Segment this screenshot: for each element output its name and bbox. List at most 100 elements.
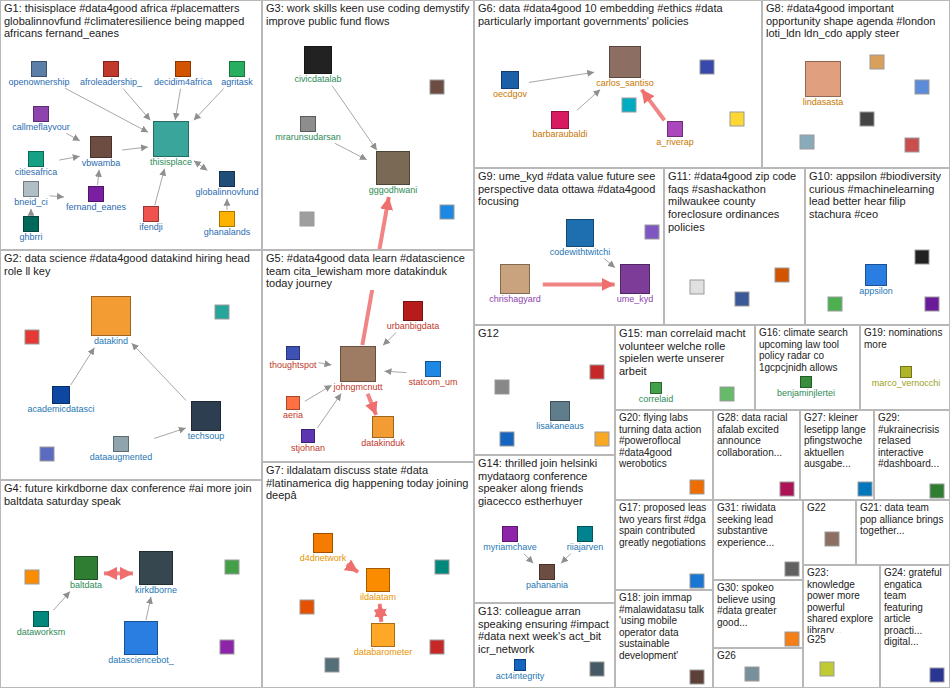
account-label: lindasasta: [802, 97, 845, 108]
avatar-icon: [514, 659, 526, 671]
account-node: civicdatalab: [293, 46, 342, 85]
link-line: [59, 156, 80, 160]
avatar-icon: [785, 562, 799, 576]
account-label: baltdata: [69, 580, 103, 591]
link-line: [123, 89, 150, 121]
cluster-heading: G22: [804, 501, 855, 514]
account-label: chrishagyard: [488, 294, 542, 305]
link-line: [194, 89, 224, 121]
cluster-heading: G29: #ukrainecrisis relased interactive …: [875, 411, 949, 470]
avatar-icon: [925, 297, 939, 311]
avatar-icon: [175, 61, 191, 77]
avatar-icon: [577, 526, 593, 542]
cluster-heading: G7: ildalatam discuss state #data #latin…: [263, 463, 473, 502]
avatar-icon: [435, 560, 449, 574]
cluster-box: G2: data science #data4good datakind hir…: [0, 250, 262, 480]
link-line: [53, 592, 70, 611]
avatar-icon: [500, 264, 530, 294]
account-label: riiajarven: [566, 542, 605, 553]
cluster-box: G13: colleague arran speaking ensuring #…: [474, 603, 615, 688]
account-label: ifendji: [138, 222, 164, 233]
avatar-icon: [191, 401, 221, 431]
cluster-box: G14: thrilled join helsinki mydataorg co…: [474, 455, 615, 603]
account-node: pahanania: [525, 564, 569, 591]
account-label: civicdatalab: [293, 74, 342, 85]
cluster-box: G8: #data4good important opportunity sha…: [762, 0, 950, 168]
avatar-icon: [286, 346, 300, 360]
account-node: lisakaneaus: [535, 401, 585, 432]
cluster-box: G5: #data4good data learn #datascience t…: [262, 250, 474, 462]
cluster-heading: G10: appsilon #biodiversity curious #mac…: [806, 169, 949, 221]
avatar-icon: [113, 436, 129, 452]
avatar-icon: [300, 116, 316, 132]
avatar-icon: [219, 211, 235, 227]
avatar-icon: [622, 98, 636, 112]
avatar-icon: [865, 264, 887, 286]
cluster-heading: G3: work skills keen use coding demystif…: [263, 1, 473, 27]
link-line: [146, 597, 151, 620]
account-label: codewithtwitchi: [549, 247, 612, 258]
account-node: vbwamba: [81, 136, 122, 169]
account-label: callmeflayvour: [11, 122, 71, 133]
cluster-box: G31: riwidata seeking lead substantive e…: [713, 500, 803, 580]
avatar-icon: [225, 560, 239, 574]
account-node: decidim4africa: [153, 61, 213, 88]
cluster-box: G10: appsilon #biodiversity curious #mac…: [805, 168, 950, 325]
link-line: [226, 199, 227, 210]
avatar-icon: [23, 216, 39, 232]
strong-link: [642, 90, 665, 121]
strong-link: [368, 394, 376, 415]
cluster-box: G25: [803, 632, 880, 688]
link-line: [155, 169, 165, 205]
account-node: gggodhwani: [368, 151, 419, 196]
cluster-heading: G4: future kirkdborne dax conference #ai…: [1, 481, 261, 507]
account-label: stjohnan: [290, 443, 326, 454]
avatar-icon: [905, 138, 919, 152]
cluster-heading: G18: join immap #malawidatasu talk 'usin…: [616, 591, 712, 661]
account-label: ume_kyd: [616, 294, 655, 305]
account-node: bneid_ci: [13, 181, 49, 208]
cluster-heading: G27: kleiner lesetipp lange pfingstwoche…: [801, 411, 873, 470]
connector-group: [31, 72, 664, 622]
strong-link: [347, 564, 358, 572]
account-node: correlaid: [638, 382, 675, 405]
account-node: thisisplace: [149, 121, 193, 168]
cluster-box: G20: flying labs turning data action #po…: [615, 410, 713, 500]
account-node: datasciencebot_: [107, 621, 175, 666]
account-node: lindasasta: [802, 61, 845, 108]
account-label: datakind: [93, 336, 129, 347]
cluster-heading: G24: grateful engatica team featuring ar…: [881, 566, 949, 648]
avatar-icon: [103, 61, 119, 77]
account-label: marco_vernocchi: [871, 378, 942, 389]
cluster-box: G21: data team pop alliance brings toget…: [856, 500, 950, 565]
avatar-icon: [930, 484, 944, 498]
account-label: myriamchave: [482, 542, 538, 553]
avatar-icon: [425, 361, 441, 377]
avatar-icon: [609, 46, 641, 78]
account-node: callmeflayvour: [11, 106, 71, 133]
link-line: [383, 332, 396, 345]
account-node: datakind: [91, 296, 131, 347]
account-node: citiesafrica: [14, 151, 59, 178]
account-node: carlos_santiso: [595, 46, 655, 89]
account-node: act4integrity: [495, 659, 546, 682]
avatar-icon: [550, 401, 570, 421]
avatar-icon: [820, 662, 834, 676]
account-node: chrishagyard: [488, 264, 542, 305]
cluster-heading: G12: [475, 326, 614, 340]
account-label: act4integrity: [495, 671, 546, 682]
link-line: [50, 196, 64, 197]
account-label: dataworksm: [16, 627, 67, 638]
cluster-heading: G11: #data4good zip code faqs #sashackat…: [665, 169, 804, 233]
link-line: [132, 343, 186, 400]
cluster-box: G1: thisisplace #data4good africa #place…: [0, 0, 262, 250]
cluster-heading: G28: data racial afalab excited announce…: [714, 411, 799, 458]
account-label: kirkdborne: [134, 585, 178, 596]
account-node: aeria: [282, 396, 304, 421]
avatar-icon: [870, 55, 884, 69]
account-node: databarometer: [353, 623, 414, 658]
account-node: marco_vernocchi: [871, 366, 942, 389]
account-node: thoughtspot: [268, 346, 317, 371]
link-line: [194, 161, 208, 171]
cluster-box: G12 lisakaneaus: [474, 325, 615, 455]
